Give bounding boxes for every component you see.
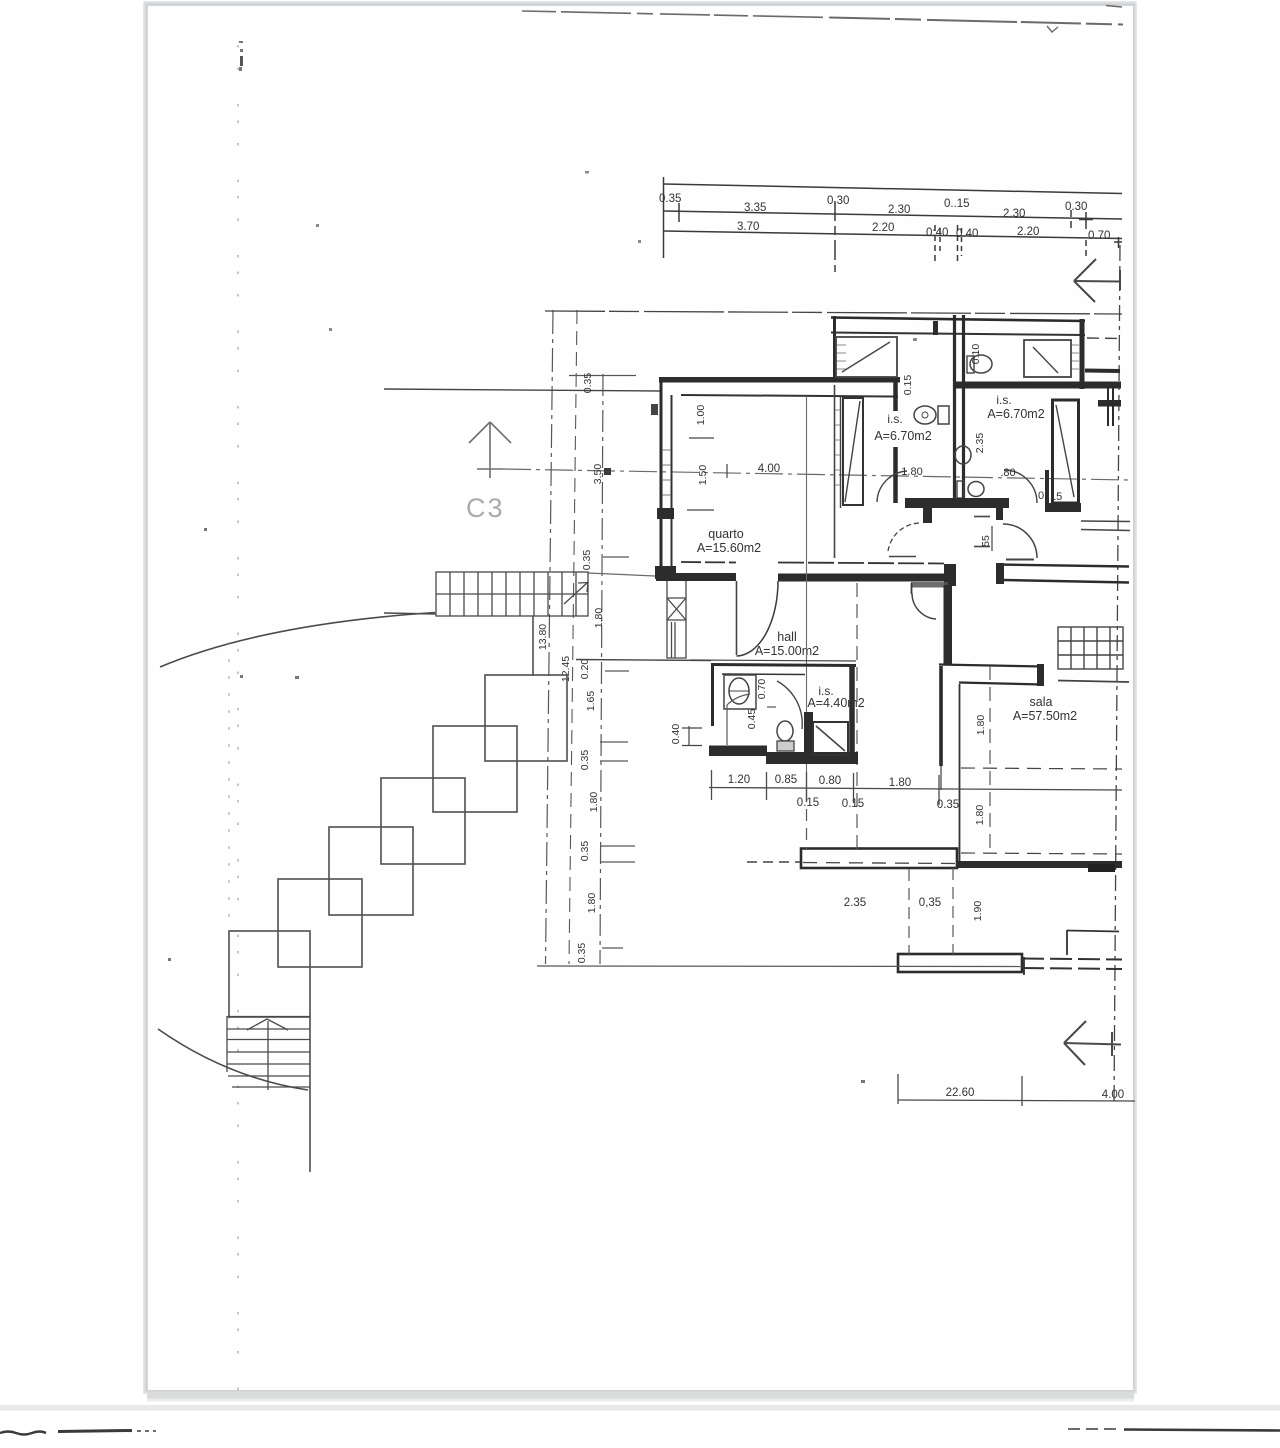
svg-text:13.80: 13.80 <box>537 624 549 650</box>
svg-text:0.15: 0.15 <box>902 375 914 396</box>
svg-text:1.80: 1.80 <box>975 715 987 736</box>
svg-text:1.80: 1.80 <box>593 608 605 629</box>
svg-text:2.30: 2.30 <box>888 204 910 216</box>
svg-text:1.50: 1.50 <box>697 465 709 486</box>
svg-text:.80: .80 <box>1000 467 1015 479</box>
svg-text:i.s.: i.s. <box>996 393 1011 407</box>
svg-text:1.65: 1.65 <box>585 691 597 712</box>
svg-text:0.35: 0.35 <box>582 373 594 394</box>
svg-text:i.s.: i.s. <box>818 684 833 698</box>
svg-text:0.80: 0.80 <box>819 775 841 787</box>
svg-text:0.20: 0.20 <box>579 659 591 680</box>
svg-text:A=4.40m2: A=4.40m2 <box>807 696 864 710</box>
svg-text:C3: C3 <box>466 493 505 523</box>
svg-text:2.20: 2.20 <box>1017 226 1039 238</box>
svg-text:4.00: 4.00 <box>1102 1089 1124 1101</box>
svg-text:hall: hall <box>777 630 796 644</box>
svg-text:0.15: 0.15 <box>797 797 819 809</box>
svg-text:0.35: 0.35 <box>576 943 588 964</box>
svg-text:2.35: 2.35 <box>974 433 986 454</box>
svg-text:0.45: 0.45 <box>746 709 758 730</box>
svg-text:0.40: 0.40 <box>670 724 682 745</box>
svg-text:i.s.: i.s. <box>887 412 902 426</box>
svg-text:0.30: 0.30 <box>1065 201 1087 213</box>
svg-text:0.70: 0.70 <box>756 679 768 700</box>
svg-text:2.20: 2.20 <box>872 222 894 234</box>
svg-text:2.30: 2.30 <box>1003 208 1025 220</box>
svg-text:0,35: 0,35 <box>919 897 941 909</box>
svg-text:1.20: 1.20 <box>728 774 750 786</box>
svg-text:sala: sala <box>1030 695 1053 709</box>
svg-text:1.90: 1.90 <box>972 901 984 922</box>
svg-text:1.80: 1.80 <box>889 777 911 789</box>
svg-text:0.30: 0.30 <box>827 195 849 207</box>
svg-text:1.80: 1.80 <box>588 792 600 813</box>
svg-text:1.00: 1.00 <box>695 405 707 426</box>
svg-text:22.60: 22.60 <box>946 1087 975 1099</box>
svg-text:0:40: 0:40 <box>926 227 948 239</box>
svg-text:0: 0 <box>1038 490 1044 502</box>
svg-text:3.70: 3.70 <box>737 221 759 233</box>
svg-text:2.35: 2.35 <box>844 897 866 909</box>
svg-text:0.70: 0.70 <box>1088 230 1110 242</box>
svg-text:0.85: 0.85 <box>775 774 797 786</box>
svg-text:4.00: 4.00 <box>758 463 780 475</box>
svg-text:12.45: 12.45 <box>560 656 572 682</box>
svg-text:55: 55 <box>980 535 992 547</box>
svg-text:0.35: 0.35 <box>659 193 681 205</box>
svg-text:1.80: 1.80 <box>586 893 598 914</box>
svg-text:0.35: 0.35 <box>581 550 593 571</box>
svg-text:0.35: 0.35 <box>579 841 591 862</box>
svg-text:A=15.00m2: A=15.00m2 <box>755 644 819 658</box>
svg-text:A=6.70m2: A=6.70m2 <box>987 407 1044 421</box>
svg-text:1.80: 1.80 <box>974 805 986 826</box>
svg-text:quarto: quarto <box>708 527 743 541</box>
svg-text:1.80: 1.80 <box>901 466 922 478</box>
svg-text:A=15.60m2: A=15.60m2 <box>697 541 761 555</box>
svg-text:0.35: 0.35 <box>579 750 591 771</box>
svg-text:0.40: 0.40 <box>956 228 978 240</box>
svg-text:3.50: 3.50 <box>592 464 604 485</box>
svg-text:A=6.70m2: A=6.70m2 <box>874 429 931 443</box>
svg-text:3.35: 3.35 <box>744 202 766 214</box>
svg-text:A=57.50m2: A=57.50m2 <box>1013 709 1077 723</box>
svg-text:0..15: 0..15 <box>944 198 970 210</box>
svg-text:0.10: 0.10 <box>970 344 982 365</box>
svg-text:0.35: 0.35 <box>937 799 959 811</box>
svg-text:0.15: 0.15 <box>842 798 864 810</box>
